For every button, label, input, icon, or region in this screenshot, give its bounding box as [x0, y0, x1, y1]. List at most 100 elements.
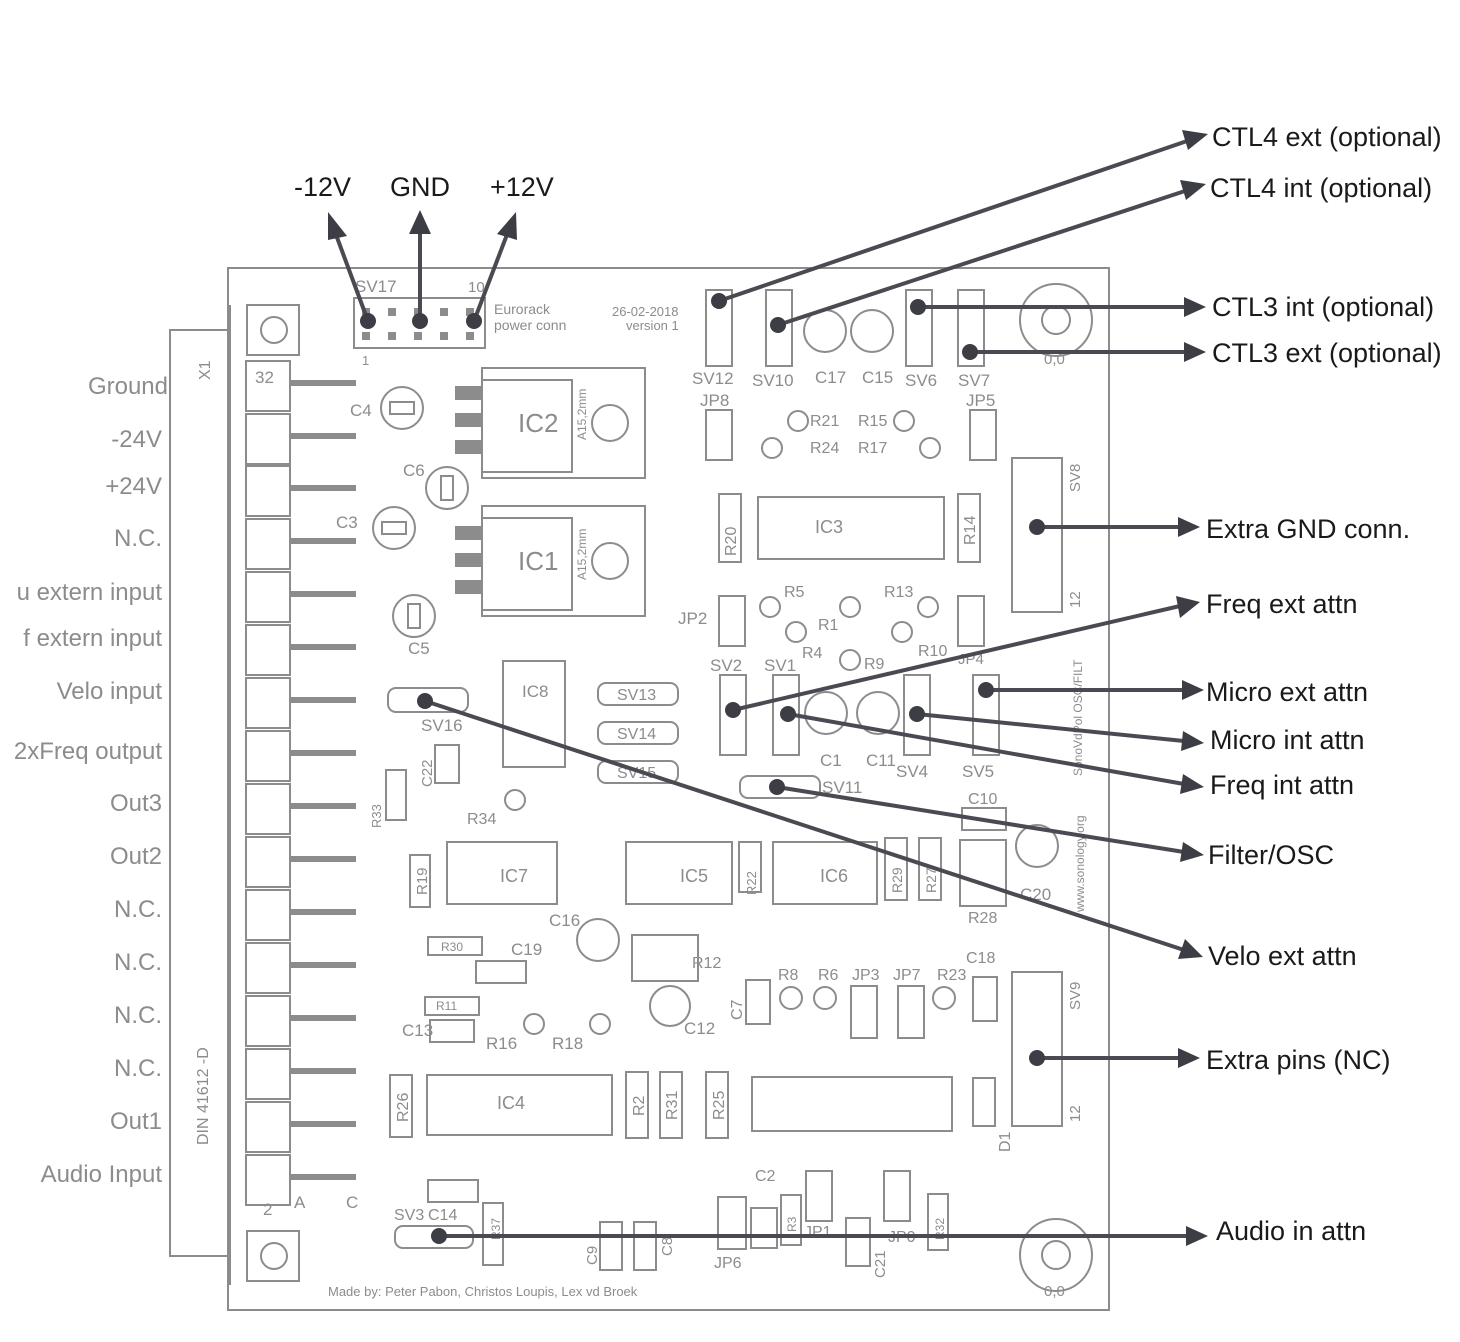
c19-capacitor: [475, 960, 527, 984]
c18-capacitor: [972, 976, 998, 1022]
sv6-header: [905, 289, 933, 367]
ic2-label: IC2: [518, 408, 558, 438]
sv11-label: SV11: [822, 778, 862, 797]
sv9-header: [1011, 971, 1063, 1127]
c8-capacitor: [633, 1221, 657, 1271]
r27-label: R27: [923, 867, 939, 893]
c19-label: C19: [511, 940, 542, 959]
c17-label: C17: [815, 368, 846, 387]
callout-freq-ext: Freq ext attn: [1206, 589, 1358, 619]
d1-label: D1: [997, 1131, 1014, 1152]
c4-label: C4: [350, 401, 372, 420]
sv11-header: [739, 775, 821, 799]
callout-micro-ext: Micro ext attn: [1206, 677, 1368, 707]
arrowhead-icon: [1182, 680, 1204, 700]
r33-resistor: [385, 769, 407, 821]
ic5-label: IC5: [680, 866, 708, 886]
sv13-label: SV13: [617, 687, 656, 704]
r24-label: R24: [810, 440, 839, 457]
sv14-label: SV14: [617, 726, 656, 743]
c7-capacitor: [745, 979, 771, 1025]
callout-filter-osc: Filter/OSC: [1208, 840, 1334, 870]
din-pin-block: [245, 465, 291, 517]
eurorack-label-1: Eurorack: [494, 301, 551, 317]
arrowhead-icon: [1178, 1048, 1200, 1068]
c16-capacitor: [576, 918, 620, 962]
arrowhead-icon: [1182, 130, 1208, 150]
din-pin-block: [245, 360, 291, 412]
r23-label: R23: [937, 967, 966, 984]
sv13-15-headers: [597, 682, 679, 784]
r1-label: R1: [818, 617, 839, 634]
arrow-velo-ext: [424, 699, 1185, 952]
r17-label: R17: [858, 440, 887, 457]
din-pin-label: N.C.: [114, 525, 162, 552]
sv2-label: SV2: [710, 656, 742, 675]
din-pin-label: N.C.: [114, 1055, 162, 1082]
ic8-chip: [502, 660, 566, 768]
callout-ctl4-int: CTL4 int (optional): [1210, 173, 1432, 203]
x1-label: X1: [197, 360, 214, 380]
c9-label: C9: [584, 1246, 601, 1265]
jp0-jumper: [883, 1170, 911, 1222]
callout-ctl3-ext: CTL3 ext (optional): [1212, 338, 1442, 368]
sonovd-text: SonoVdPol OSC/FILT: [1071, 659, 1085, 776]
power-label-gnd: GND: [390, 172, 450, 202]
fiducial-top-label: 0,0: [1044, 351, 1065, 368]
pin-dot: [431, 1228, 447, 1244]
row-c-label: C: [346, 1193, 358, 1212]
din-pin-block: [245, 518, 291, 570]
fiducial-top: [1019, 283, 1093, 357]
din-pin-label: u extern input: [17, 579, 163, 606]
jp7-jumper: [897, 985, 925, 1039]
r3-label: R3: [785, 1216, 799, 1232]
ic2-package-label: A15,2mm: [575, 389, 589, 440]
din-pin-block: [245, 1101, 291, 1153]
r16-label: R16: [486, 1034, 517, 1053]
sv10-header: [765, 289, 793, 367]
c14-capacitor: [427, 1179, 479, 1203]
jp3-label: JP3: [852, 967, 880, 984]
r23-pad: [932, 986, 956, 1010]
c8-label: C8: [659, 1237, 676, 1256]
r8-label: R8: [778, 967, 799, 984]
r18-label: R18: [552, 1034, 583, 1053]
jp6-jumper: [717, 1196, 747, 1250]
sv8-pin12-label: 12: [1067, 591, 1084, 608]
ic1-package-label: A15,2mm: [575, 529, 589, 580]
r2-resistor: [625, 1071, 649, 1139]
version-label: version 1: [626, 318, 679, 333]
c1-capacitor: [804, 691, 848, 735]
c15-capacitor: [850, 309, 894, 353]
din-pin-label: -24V: [111, 426, 162, 453]
callout-ctl4-ext: CTL4 ext (optional): [1212, 122, 1442, 152]
sv10-label: SV10: [752, 371, 794, 390]
arrowhead-icon: [1176, 596, 1200, 618]
eurorack-label-2: power conn: [494, 317, 566, 333]
c10-label: C10: [968, 791, 997, 808]
mount-hole-top: [246, 304, 300, 356]
r22-resistor: [738, 841, 762, 893]
c2-capacitor: [750, 1207, 778, 1249]
c10-capacitor: [961, 807, 1007, 831]
din-pin-label: Out3: [110, 790, 162, 817]
arrowhead-icon: [409, 210, 431, 234]
din-pin-label: 2xFreq output: [14, 738, 162, 765]
arrowhead-icon: [1178, 939, 1203, 959]
c21-capacitor: [845, 1217, 871, 1267]
arrowhead-icon: [1184, 342, 1206, 362]
pin-dot: [909, 706, 925, 722]
sv4-label: SV4: [896, 762, 928, 781]
din-pin-label: Velo input: [57, 678, 163, 705]
r6-label: R6: [818, 967, 839, 984]
c3-label: C3: [336, 513, 358, 532]
c20-capacitor: [1015, 824, 1059, 868]
r16-pad: [523, 1013, 545, 1035]
arrowhead-icon: [1178, 517, 1200, 537]
din-pin-label: Out2: [110, 843, 162, 870]
jp5-label: JP5: [966, 391, 995, 410]
r26-label: R26: [395, 1093, 412, 1122]
r28-label: R28: [968, 910, 997, 927]
callout-velo-ext: Velo ext attn: [1208, 941, 1357, 971]
r15-label: R15: [858, 413, 887, 430]
